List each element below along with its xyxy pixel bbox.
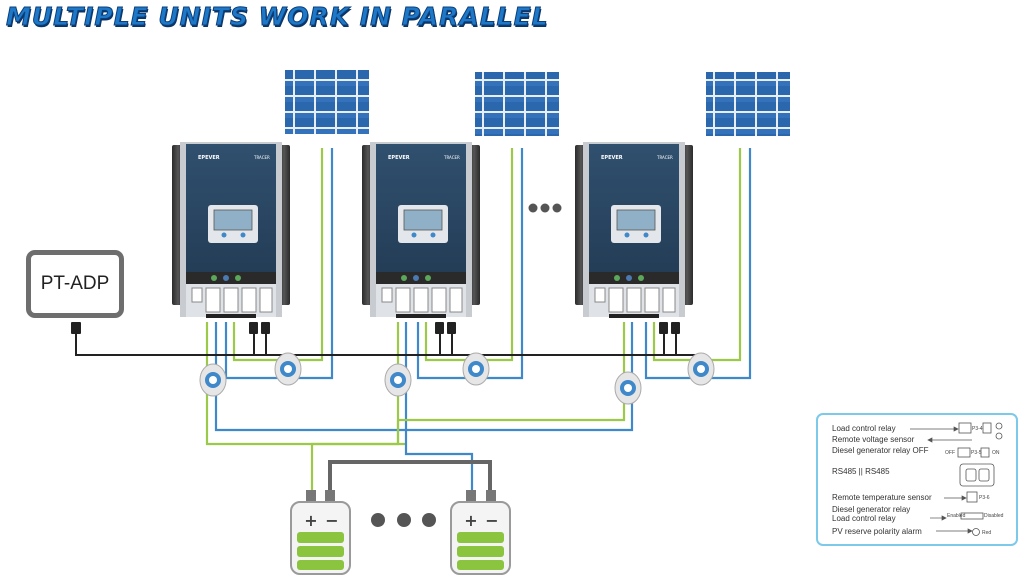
legend-diesel-generator-relay: Diesel generator relay [832, 505, 911, 514]
legend-remote-voltage-sensor: Remote voltage sensor [832, 435, 915, 444]
legend-load-control-relay-2: Load control relay [832, 514, 896, 523]
solar-panel-2 [475, 72, 559, 136]
legend-on-label: ON [992, 450, 1000, 456]
legend-pv-reserve-polarity-alarm: PV reserve polarity alarm [832, 527, 922, 536]
communication-bus [75, 322, 695, 356]
controllers: EPEVER TRACER EPEVER TRACER [172, 142, 693, 318]
clamp-sensors [199, 352, 715, 405]
legend-off-label: OFF [945, 450, 955, 456]
controller-brand-label: EPEVER [388, 155, 410, 161]
port-legend: Load control relay Remote voltage sensor… [816, 413, 1018, 546]
controller-brand-label: EPEVER [601, 155, 623, 161]
legend-remote-temperature-sensor: Remote temperature sensor [832, 493, 932, 502]
legend-p3-5-label: P3-5 [971, 450, 982, 456]
battery-positive-symbol: + [464, 511, 477, 530]
solar-panel-3 [706, 72, 790, 136]
more-batteries-ellipsis [371, 513, 436, 527]
battery-1: + − [290, 490, 351, 575]
pt-adp-adapter: PT-ADP [26, 250, 124, 318]
controller-unit-3: EPEVER TRACER [575, 142, 693, 318]
battery-wires [205, 322, 634, 498]
pt-adp-label: PT-ADP [40, 273, 110, 294]
controller-unit-2: EPEVER TRACER [362, 142, 480, 318]
controller-brand-label: EPEVER [198, 155, 220, 161]
legend-load-control-relay: Load control relay [832, 424, 896, 433]
legend-red-label: Red [982, 530, 992, 536]
controller-model-label: TRACER [443, 155, 460, 160]
legend-p3-6-label: P3-6 [979, 495, 990, 501]
legend-rs485: RS485 || RS485 [832, 467, 890, 476]
controller-unit-1: EPEVER TRACER [172, 142, 290, 318]
legend-disabled-label: Disabled [984, 513, 1004, 519]
solar-panel-1 [285, 70, 369, 134]
battery-positive-symbol: + [304, 511, 317, 530]
more-units-ellipsis [528, 203, 562, 213]
legend-p3-4-label: P3-4 [972, 426, 983, 432]
diagram-title: MULTIPLE UNITS WORK IN PARALLEL [6, 2, 549, 32]
battery-negative-symbol: − [325, 511, 338, 530]
controller-model-label: TRACER [656, 155, 673, 160]
battery-negative-symbol: − [485, 511, 498, 530]
legend-enabled-label: Enabled [947, 513, 966, 519]
controller-model-label: TRACER [253, 155, 270, 160]
legend-diesel-generator-relay-off: Diesel generator relay OFF [832, 446, 929, 455]
rj45-plugs [71, 322, 680, 334]
battery-2: + − [450, 490, 511, 575]
legend-pointers [910, 422, 1003, 536]
